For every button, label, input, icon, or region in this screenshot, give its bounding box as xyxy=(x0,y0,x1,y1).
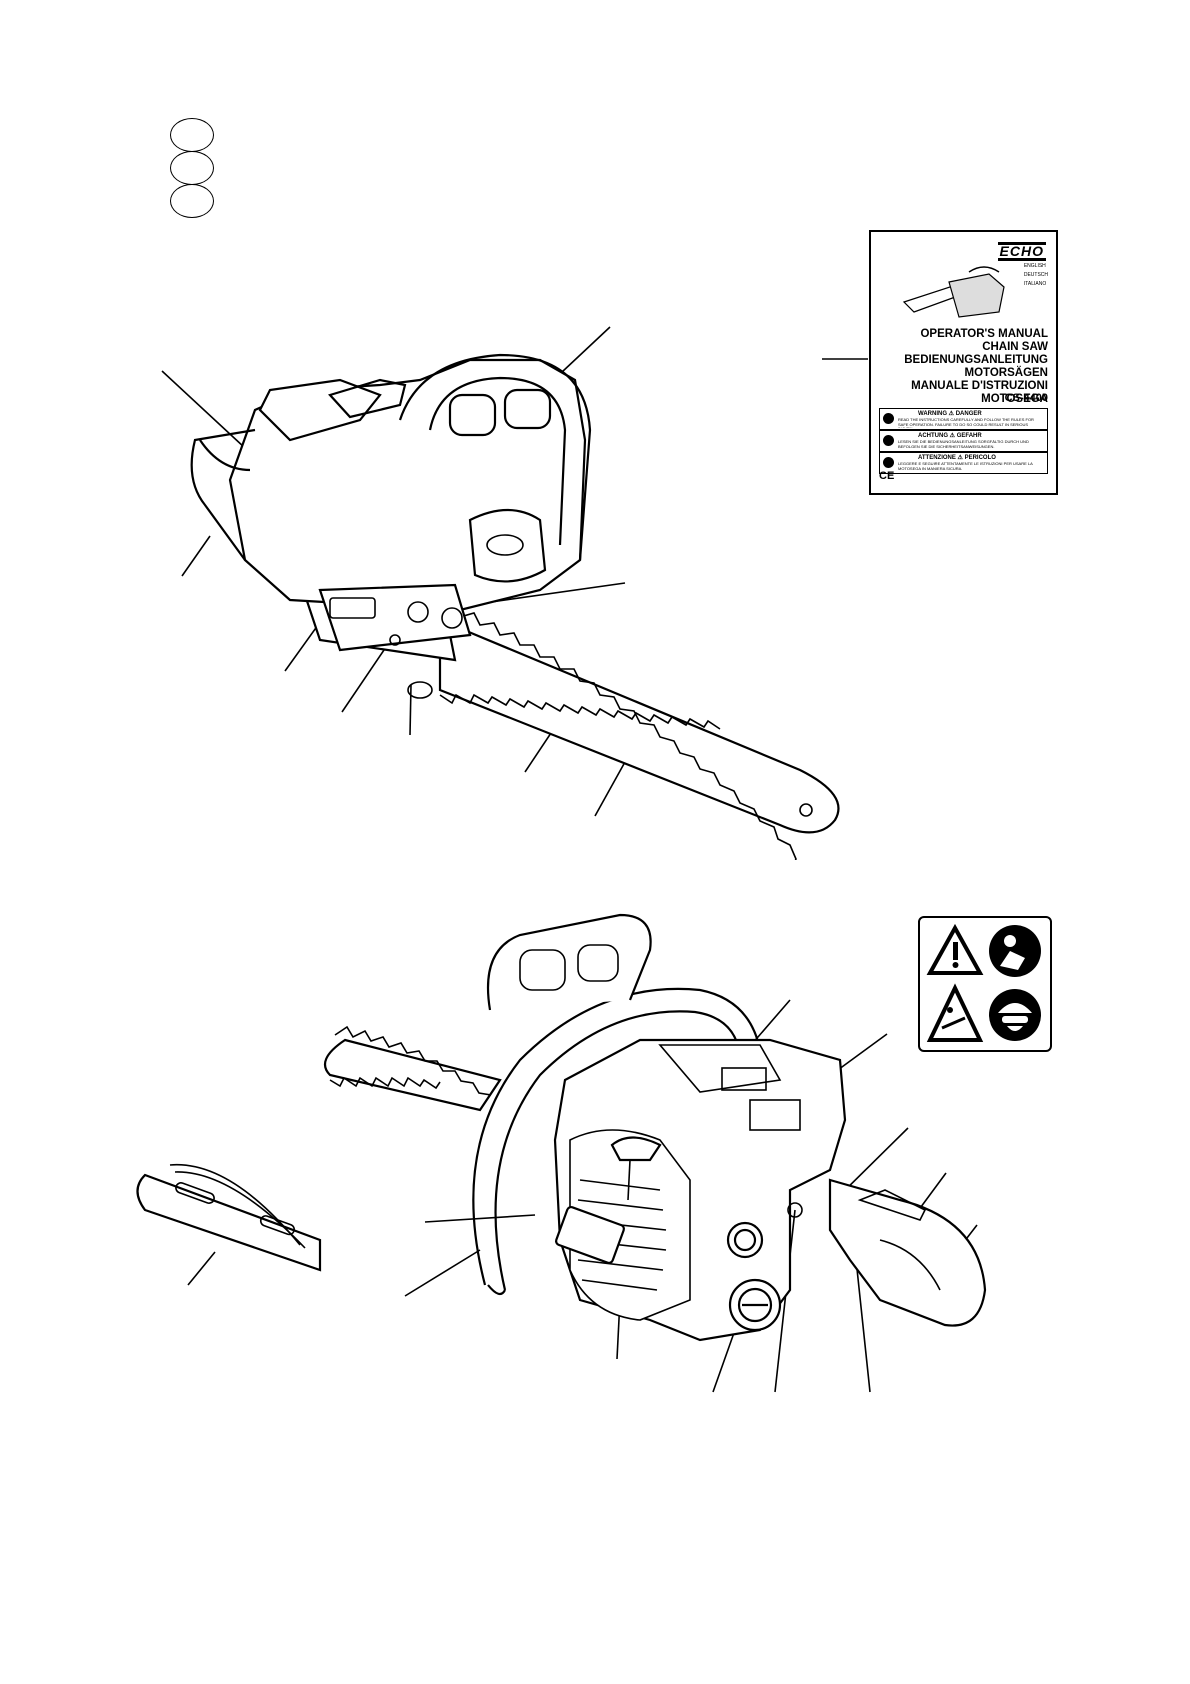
manual-language-1: ENGLISH xyxy=(1023,263,1046,269)
guide-bar xyxy=(438,618,840,834)
hand-guard xyxy=(486,913,652,1011)
callout-leader-lines-top xyxy=(161,326,868,817)
guide-bar-rear xyxy=(323,1038,502,1112)
manual-language-2: DEUTSCH xyxy=(1023,272,1048,278)
manual-warning-body-1: READ THE INSTRUCTIONS CAREFULLY AND FOLL… xyxy=(898,418,1034,428)
language-marker-circle-2 xyxy=(170,151,214,185)
warning-pictogram-icon xyxy=(883,435,894,446)
manual-cover-saw-illustration xyxy=(902,266,1005,318)
oil-cap xyxy=(726,1221,764,1259)
safety-warning-label xyxy=(918,916,1052,1052)
chainsaw-rear-view-illustration xyxy=(136,913,987,1393)
read-manual-icon xyxy=(989,925,1041,977)
manual-warning-header-3: ATTENZIONE ⚠ PERICOLO xyxy=(918,455,996,461)
echo-brand-logo xyxy=(554,1205,626,1265)
manual-title-3: BEDIENUNGSANLEITUNG xyxy=(904,354,1048,366)
manual-title-2: CHAIN SAW xyxy=(982,341,1048,353)
saw-chain xyxy=(439,605,797,860)
warning-triangle-icon xyxy=(926,923,984,975)
choke-knob xyxy=(787,1202,803,1218)
manual-model-number: CS-4400 xyxy=(1004,392,1048,404)
manual-warning-box-1: WARNING ⚠ DANGER READ THE INSTRUCTIONS C… xyxy=(879,408,1048,430)
manual-title-5: MANUALE D'ISTRUZIONI xyxy=(911,380,1048,392)
manual-language-3: ITALIANO xyxy=(1023,281,1047,287)
manual-title-1: OPERATOR'S MANUAL xyxy=(920,328,1048,340)
manual-warning-box-2: ACHTUNG ⚠ GEFAHR LESEN SIE DIE BEDIENUNG… xyxy=(879,430,1048,452)
manual-warning-body-2: LESEN SIE DIE BEDIENUNGSANLEITUNG SORGFÄ… xyxy=(898,440,1029,449)
kickback-warning-icon xyxy=(926,983,984,1042)
saw-body xyxy=(190,353,592,699)
manual-title-4: MOTORSÄGEN xyxy=(964,367,1049,379)
fuel-cap xyxy=(728,1278,782,1332)
language-marker-circle-1 xyxy=(170,118,214,152)
manual-titles: OPERATOR'S MANUAL CHAIN SAW BEDIENUNGSAN… xyxy=(904,328,1048,406)
warning-pictogram-icon xyxy=(883,413,894,424)
ce-mark: CE xyxy=(879,470,895,482)
guide-bar-cover xyxy=(136,1163,322,1272)
language-marker-circle-3 xyxy=(170,184,214,218)
manual-warning-header-1: WARNING ⚠ DANGER xyxy=(918,411,982,417)
helmet-goggles-ear-protection-icon xyxy=(989,989,1041,1041)
manual-language-list: ENGLISH DEUTSCH ITALIANO xyxy=(1024,262,1048,289)
front-handle xyxy=(472,987,762,1296)
manual-warning-body-3: LEGGERE E SEGUIRE ATTENTAMENTE LE ISTRUZ… xyxy=(898,462,1033,471)
saw-chain-rear xyxy=(329,1025,492,1096)
manual-warning-box-3: ATTENZIONE ⚠ PERICOLO LEGGERE E SEGUIRE … xyxy=(879,452,1048,474)
manual-brand-logo: ECHO xyxy=(997,242,1046,261)
manual-title-6: MOTOSEGA xyxy=(981,393,1048,405)
manual-warning-header-2: ACHTUNG ⚠ GEFAHR xyxy=(918,433,982,439)
operators-manual-cover: ECHO ENGLISH DEUTSCH ITALIANO OPERATOR'S… xyxy=(869,230,1058,495)
rear-handle xyxy=(828,1178,987,1327)
chainsaw-side-view-illustration xyxy=(161,326,868,860)
safety-label-pictograms xyxy=(926,923,1041,1042)
warning-pictogram-icon xyxy=(883,457,894,468)
